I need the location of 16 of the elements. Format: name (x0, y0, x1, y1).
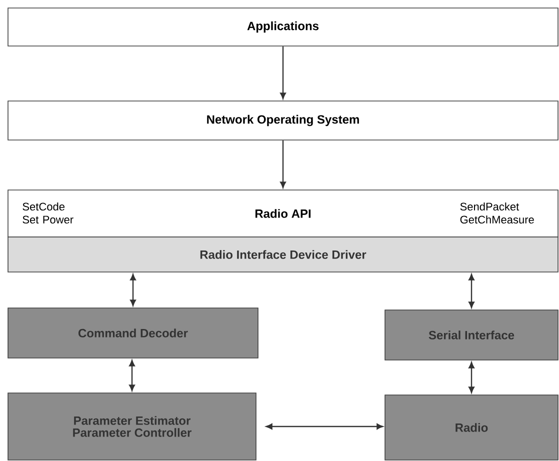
arrow (129, 360, 135, 392)
arrow (280, 46, 286, 100)
module-box: Command Decoder (8, 308, 258, 358)
arrow (468, 274, 474, 308)
arrow (130, 274, 136, 306)
arrow (280, 140, 286, 188)
method-list: SetCode Set Power (22, 202, 74, 224)
module-box: Serial Interface (384, 310, 558, 360)
method-list: SendPacket GetChMeasure (460, 202, 534, 224)
driver-band: Radio Interface Device Driver (8, 236, 558, 272)
layer-box: Network Operating System (8, 100, 558, 140)
module-box: Parameter Estimator Parameter Controller (8, 392, 256, 460)
arrow (266, 424, 384, 430)
module-box: Radio (384, 394, 558, 460)
layer-box: Applications (8, 8, 558, 46)
arrow (468, 362, 474, 394)
